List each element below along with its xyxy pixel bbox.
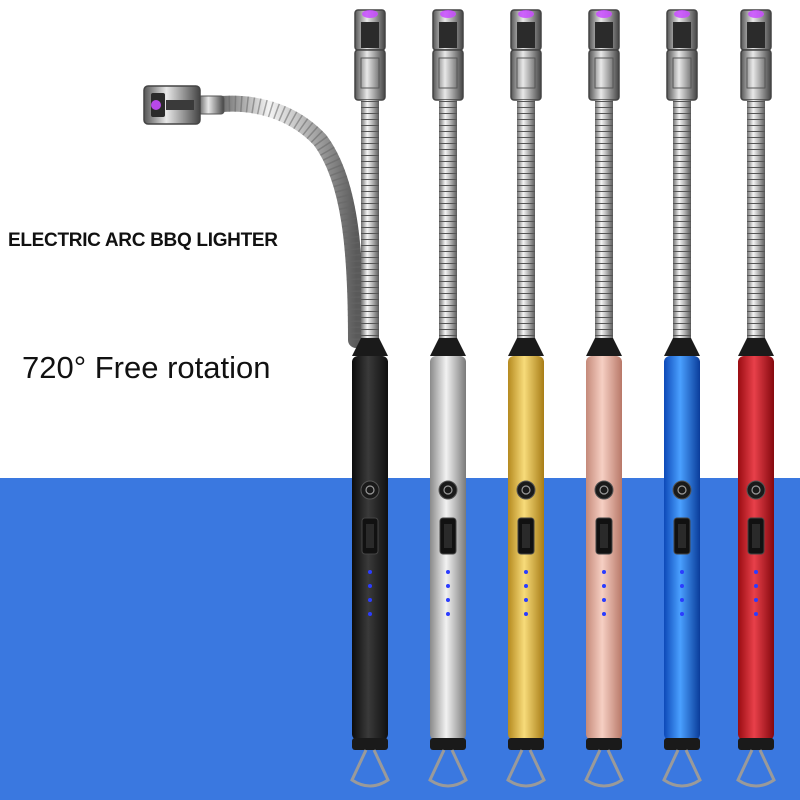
end-cap: [586, 738, 622, 750]
battery-led: [446, 598, 450, 602]
battery-led: [602, 612, 606, 616]
arc-glow: [362, 10, 378, 18]
battery-led: [680, 584, 684, 588]
power-button: [516, 480, 536, 500]
battery-led: [524, 598, 528, 602]
end-cap: [430, 738, 466, 750]
ignition-head: [432, 9, 464, 101]
headline: ELECTRIC ARC BBQ LIGHTER: [8, 230, 278, 251]
battery-led: [446, 612, 450, 616]
arc-glow: [748, 10, 764, 18]
battery-led: [602, 584, 606, 588]
power-button: [672, 480, 692, 500]
battery-led: [680, 598, 684, 602]
hanging-ring: [736, 749, 776, 788]
hanging-ring: [584, 749, 624, 788]
power-button: [360, 480, 380, 500]
end-cap: [738, 738, 774, 750]
battery-led: [754, 612, 758, 616]
gooseneck: [517, 100, 535, 340]
battery-led: [368, 598, 372, 602]
battery-led: [524, 584, 528, 588]
battery-led: [446, 584, 450, 588]
collar: [738, 338, 774, 356]
battery-led: [368, 570, 372, 574]
battery-led: [368, 584, 372, 588]
ignition-head: [740, 9, 772, 101]
power-button: [594, 480, 614, 500]
bent-ignition-head: [143, 85, 201, 125]
battery-led: [602, 570, 606, 574]
battery-led: [446, 570, 450, 574]
collar: [664, 338, 700, 356]
collar: [430, 338, 466, 356]
power-button: [746, 480, 766, 500]
end-cap: [352, 738, 388, 750]
lighter-silver: [428, 9, 468, 788]
battery-led: [754, 584, 758, 588]
end-cap: [508, 738, 544, 750]
gooseneck: [361, 100, 379, 340]
battery-led: [368, 612, 372, 616]
battery-led: [524, 612, 528, 616]
lighter-gold: [506, 9, 546, 788]
collar: [352, 338, 388, 356]
lighter-black: [350, 9, 390, 788]
end-cap: [664, 738, 700, 750]
hanging-ring: [662, 749, 702, 788]
bent-gooseneck: [143, 85, 364, 348]
gooseneck: [747, 100, 765, 340]
battery-led: [680, 612, 684, 616]
feature-caption: 720° Free rotation: [22, 350, 271, 385]
power-button: [438, 480, 458, 500]
collar: [508, 338, 544, 356]
ignition-head: [588, 9, 620, 101]
lighter-red: [736, 9, 776, 788]
hanging-ring: [506, 749, 546, 788]
lighter-blue: [662, 9, 702, 788]
hanging-ring: [350, 749, 390, 788]
gooseneck: [439, 100, 457, 340]
gooseneck: [673, 100, 691, 340]
ignition-head: [510, 9, 542, 101]
lighter-rose: [584, 9, 624, 788]
arc-glow: [674, 10, 690, 18]
ignition-head: [354, 9, 386, 101]
collar: [586, 338, 622, 356]
battery-led: [602, 598, 606, 602]
battery-led: [524, 570, 528, 574]
gooseneck: [595, 100, 613, 340]
battery-led: [754, 570, 758, 574]
battery-led: [680, 570, 684, 574]
hanging-ring: [428, 749, 468, 788]
arc-glow: [518, 10, 534, 18]
arc-glow: [440, 10, 456, 18]
battery-led: [754, 598, 758, 602]
arc-glow: [596, 10, 612, 18]
ignition-head: [666, 9, 698, 101]
